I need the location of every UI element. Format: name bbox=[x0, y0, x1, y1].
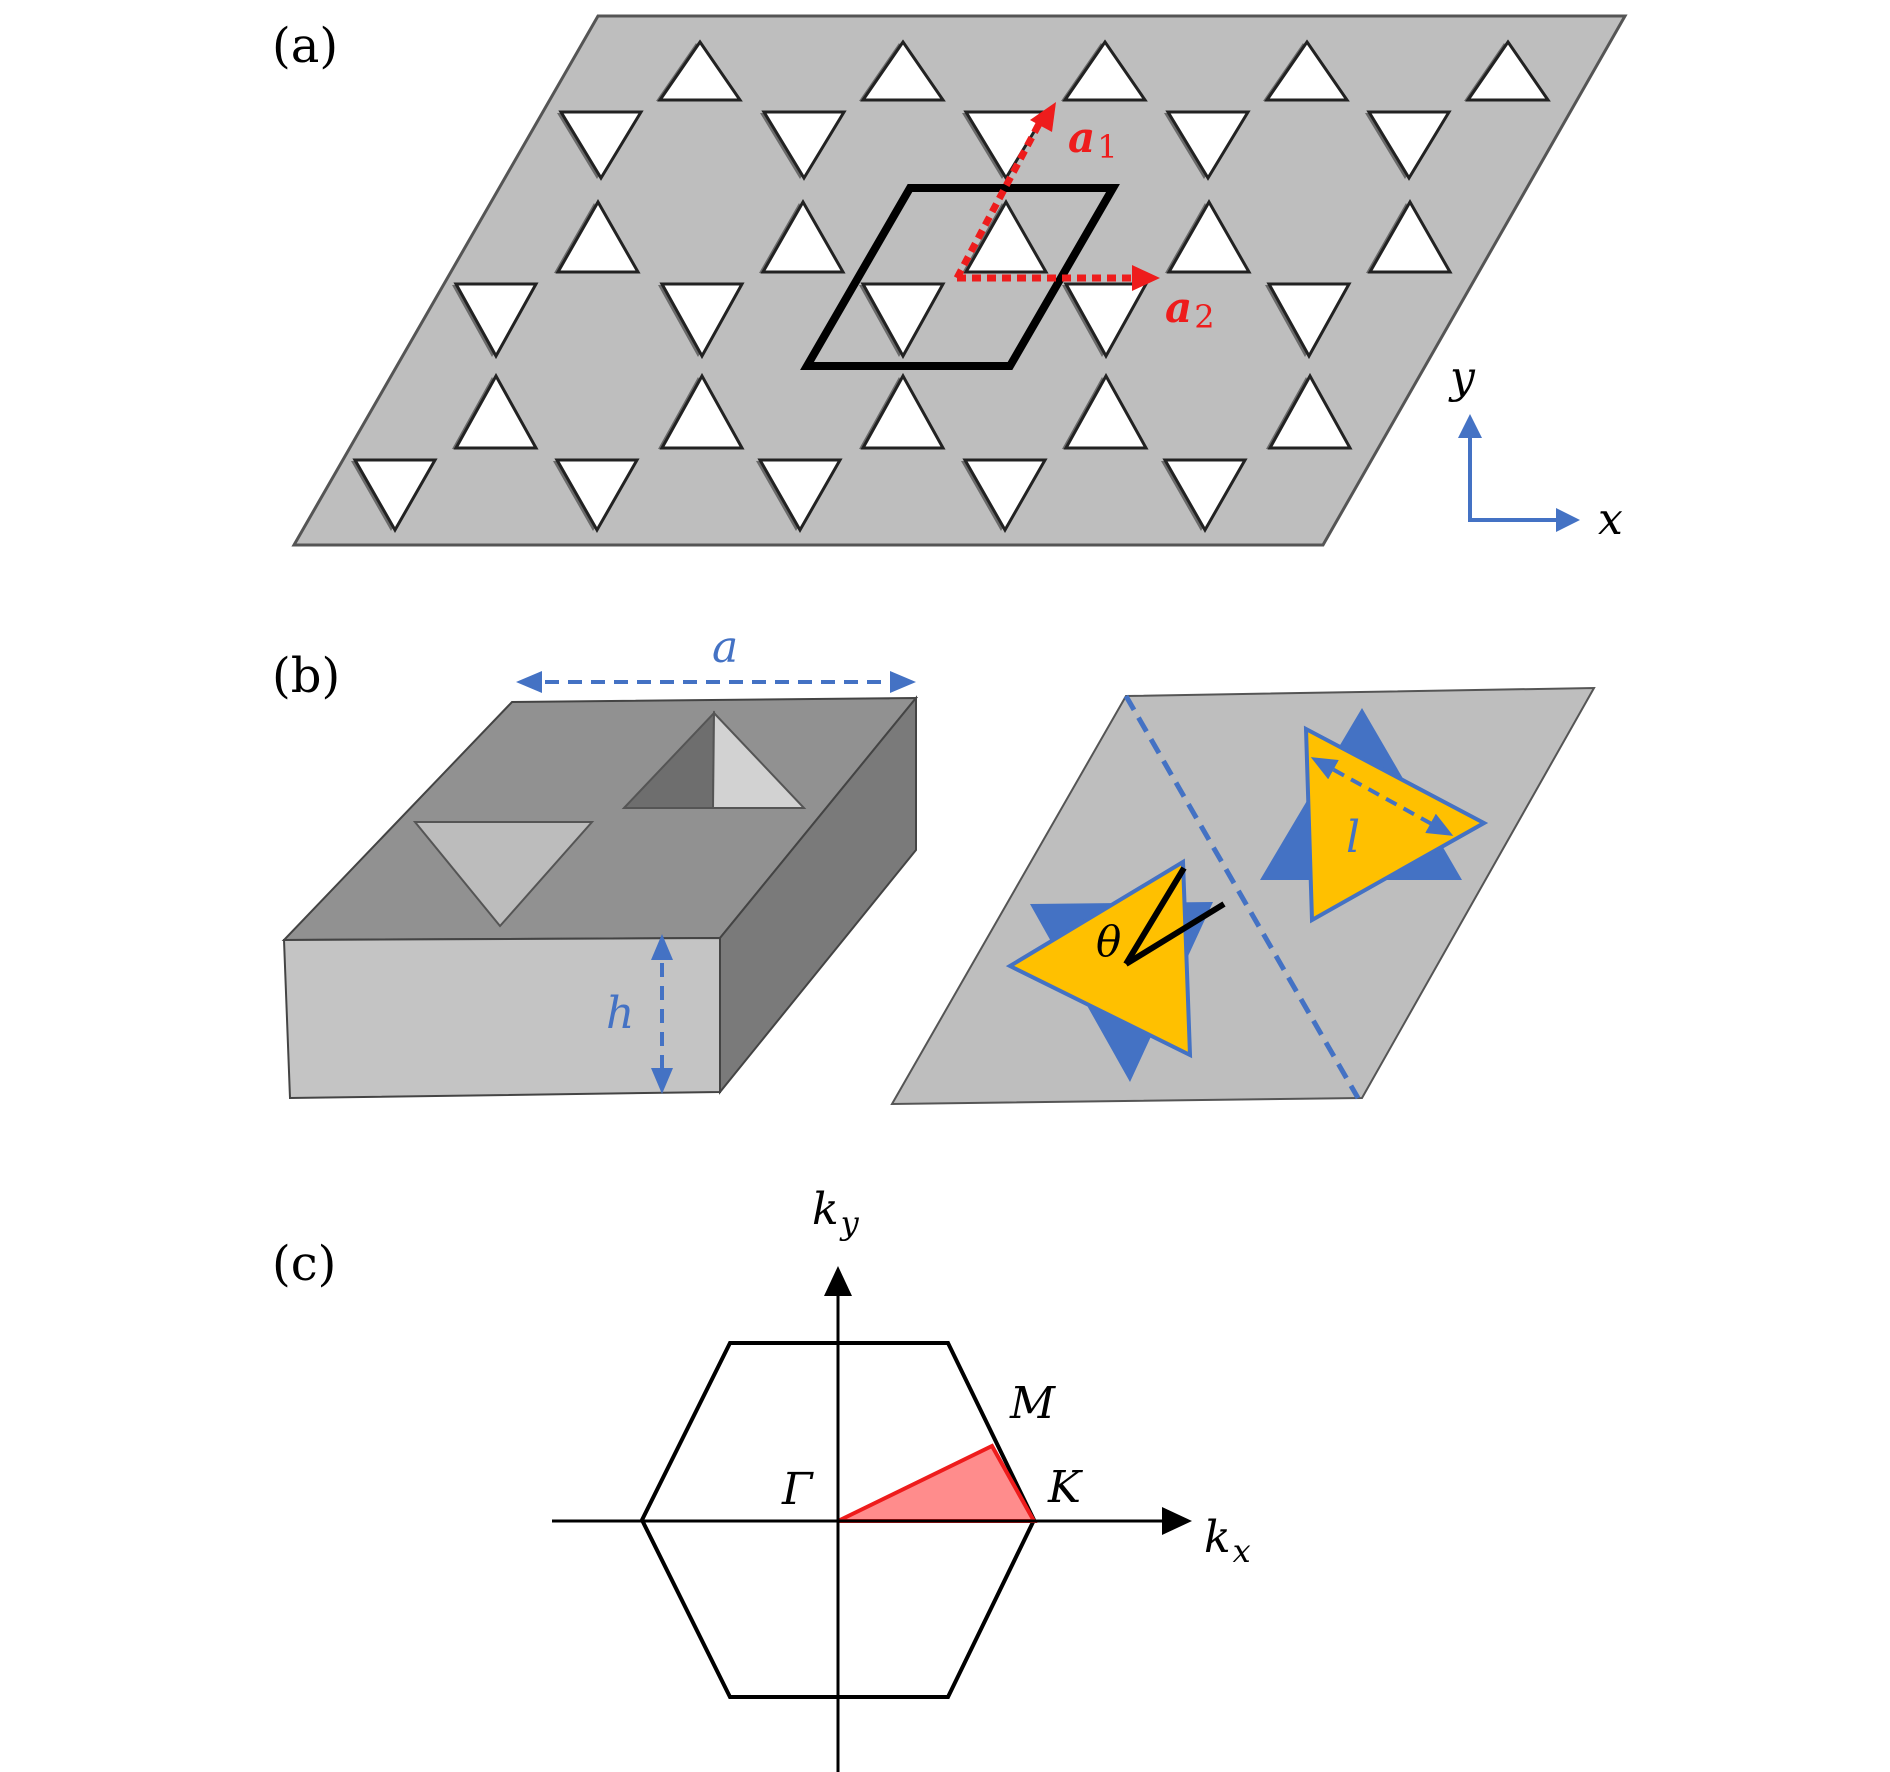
triangle-hole-down bbox=[1266, 282, 1352, 360]
panel-c: (c) kx ky Γ M K bbox=[272, 1184, 1251, 1772]
kx-axis-arrowhead bbox=[1162, 1507, 1192, 1535]
unit-cell-outline bbox=[800, 184, 1120, 370]
triangle-hole-down bbox=[962, 458, 1048, 534]
dimension-l-arrow bbox=[1310, 757, 1454, 836]
triangle-hole-down bbox=[558, 110, 644, 181]
triangle-hole-up bbox=[555, 198, 641, 274]
triangle-hole-down bbox=[352, 458, 438, 534]
point-M-label: M bbox=[1009, 1378, 1056, 1429]
triangle-hole-down bbox=[1063, 282, 1149, 360]
vector-a1-arrowhead bbox=[1030, 102, 1056, 132]
dimension-a-label: a bbox=[712, 622, 738, 673]
axis-x-arrowhead bbox=[1556, 508, 1580, 532]
triangle-hole-up bbox=[1062, 39, 1148, 102]
triangle-hole-down bbox=[963, 110, 1049, 181]
axis-y-arrowhead bbox=[1458, 414, 1482, 438]
panel-b: (b) a h θ l bbox=[272, 622, 1596, 1106]
angle-arm-two bbox=[1124, 901, 1226, 967]
triangle-hole-up bbox=[1166, 198, 1252, 274]
triangle-hole-down bbox=[1162, 458, 1248, 534]
triangle-hole-down bbox=[453, 282, 539, 360]
triangle-hole-up bbox=[453, 372, 539, 450]
triangle-hole-up bbox=[1367, 198, 1453, 274]
panel-a-label: (a) bbox=[272, 18, 338, 74]
triangle-hole-down bbox=[554, 458, 640, 534]
triangle-hole-down bbox=[1165, 110, 1251, 181]
cell-divider-dashed bbox=[1123, 694, 1361, 1100]
triangle-hole-up bbox=[657, 39, 743, 102]
triangle-hole-down bbox=[860, 282, 946, 360]
ky-label: ky bbox=[812, 1184, 860, 1242]
triangle-hole-up bbox=[760, 198, 846, 274]
ky-axis-arrowhead bbox=[824, 1266, 852, 1296]
panel-b-label: (b) bbox=[272, 648, 340, 704]
triangle-hole-up bbox=[1063, 372, 1149, 450]
angle-theta-label: θ bbox=[1096, 917, 1121, 966]
yellow-triangle-lower bbox=[1005, 858, 1193, 1059]
triangle-hole-up bbox=[860, 372, 946, 450]
dimension-l-label: l bbox=[1346, 812, 1360, 863]
slab-hole-up-triangle-lit bbox=[711, 710, 807, 809]
point-K-label: K bbox=[1047, 1462, 1083, 1513]
panel-c-label: (c) bbox=[272, 1236, 336, 1292]
vector-a2-arrowhead bbox=[1132, 265, 1160, 291]
kx-label: kx bbox=[1204, 1512, 1251, 1570]
dimension-h-label: h bbox=[606, 988, 634, 1039]
slab-block-front-face bbox=[282, 936, 721, 1100]
triangle-hole-down bbox=[659, 282, 745, 360]
triangle-hole-up bbox=[1264, 39, 1350, 102]
triangle-hole-down bbox=[1366, 110, 1452, 181]
point-gamma-label: Γ bbox=[781, 1464, 814, 1515]
triangle-hole-up bbox=[963, 198, 1049, 274]
axis-x-label: x bbox=[1598, 494, 1623, 545]
axis-y-label: y bbox=[1448, 352, 1476, 403]
triangle-hole-up bbox=[1465, 39, 1551, 102]
vector-a2-label: a2 bbox=[1165, 283, 1215, 336]
vector-a1-label: a1 bbox=[1068, 113, 1118, 166]
triangle-hole-down bbox=[757, 458, 843, 534]
triangle-hole-up bbox=[860, 39, 946, 102]
triangle-holes bbox=[351, 39, 1551, 534]
triangle-hole-up bbox=[1267, 372, 1353, 450]
panel-a: (a) a1 a2 y x bbox=[272, 14, 1628, 547]
triangle-hole-down bbox=[761, 110, 847, 181]
slab-hole-down-triangle bbox=[412, 821, 595, 928]
angle-arm-one bbox=[1123, 866, 1187, 966]
triangle-hole-up bbox=[659, 372, 745, 450]
